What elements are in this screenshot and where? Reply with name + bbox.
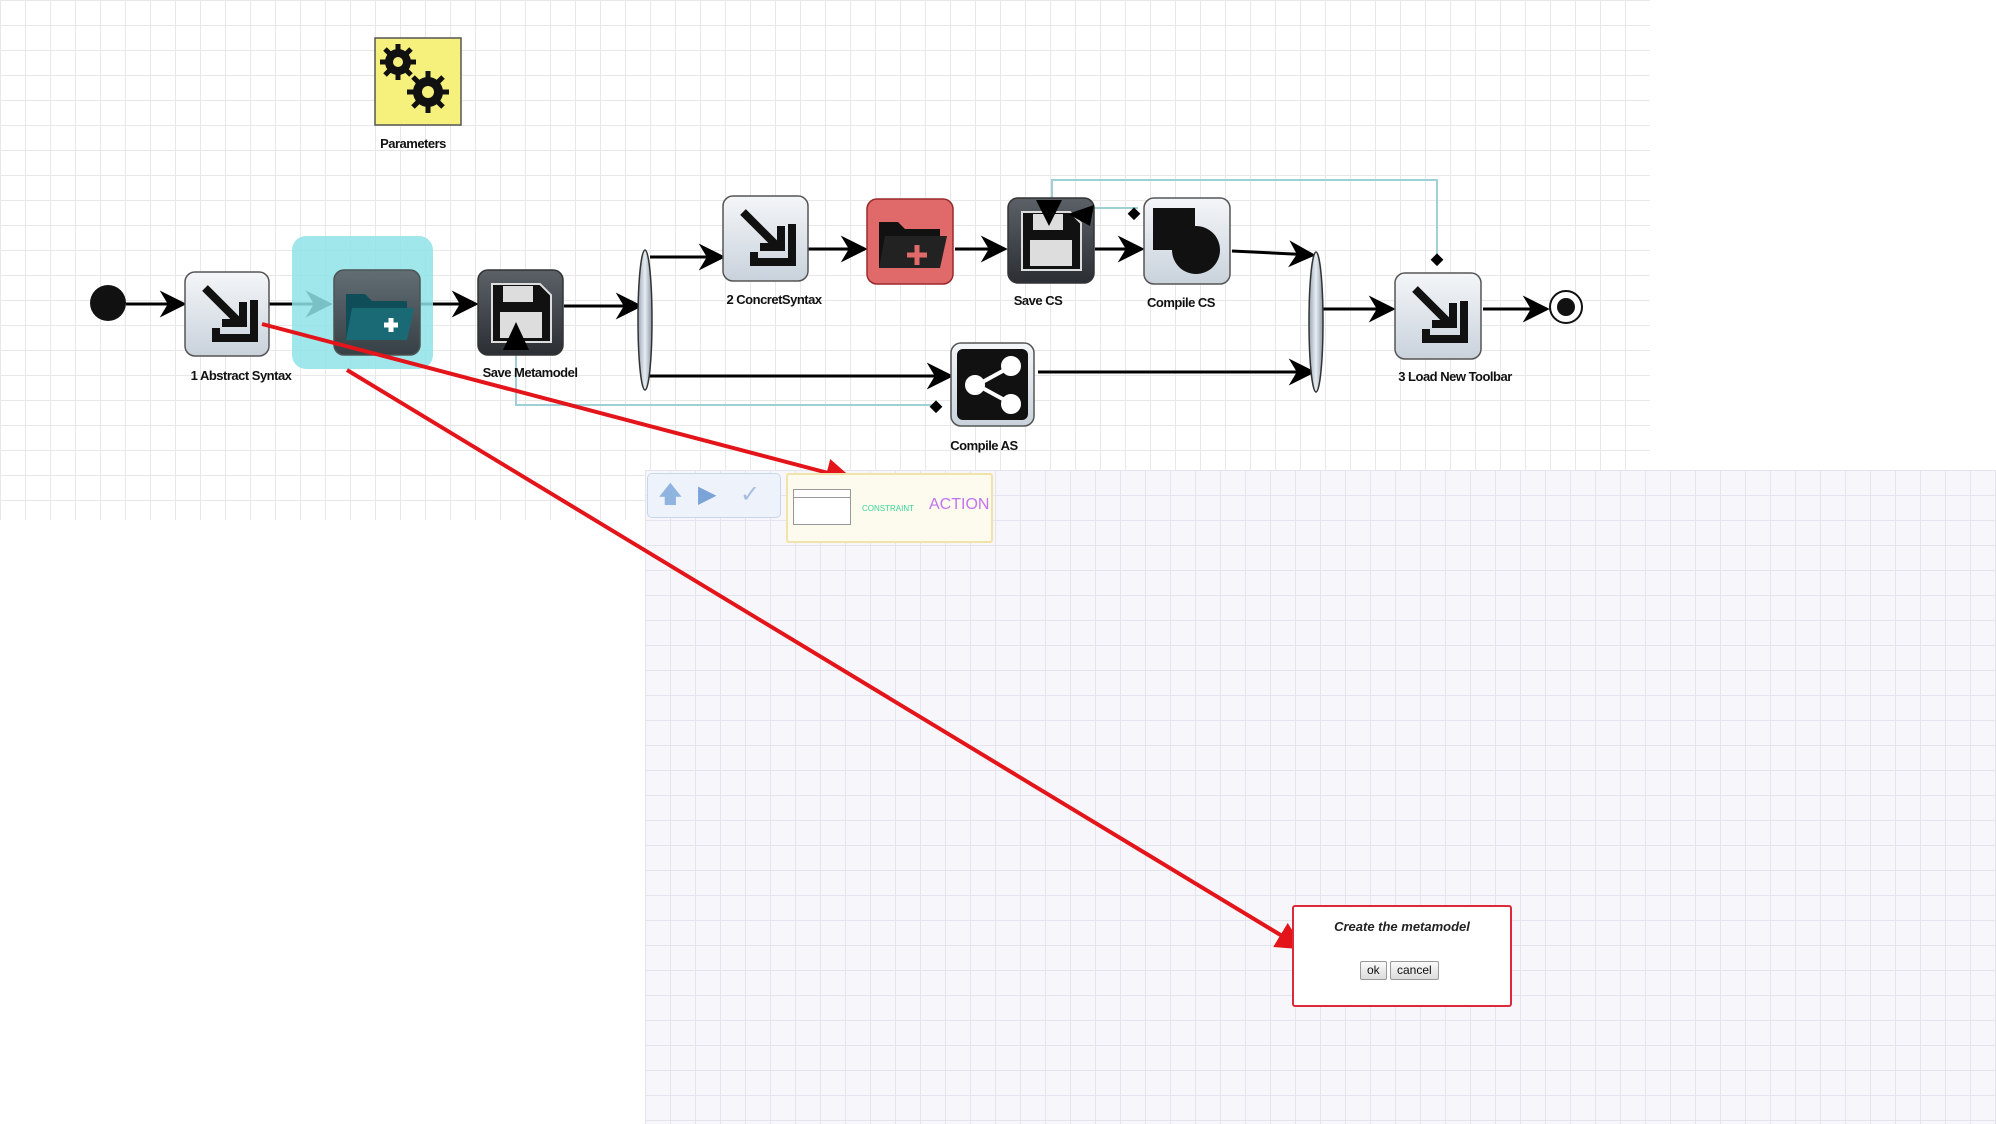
compile-as-label: Compile AS <box>950 438 1018 453</box>
connector-diamond <box>1127 207 1141 221</box>
concrete-syntax-node[interactable] <box>722 195 809 282</box>
play-icon[interactable]: ▶ <box>698 481 717 508</box>
import-arrow-icon <box>740 209 796 266</box>
connector-diamond <box>929 400 943 414</box>
fork-bar[interactable] <box>637 249 653 391</box>
save-cs-label: Save CS <box>1014 293 1063 308</box>
action-label[interactable]: ACTION <box>929 496 990 513</box>
compile-as-node[interactable] <box>950 342 1035 427</box>
load-toolbar-label: 3 Load New Toolbar <box>1398 369 1512 384</box>
abstract-syntax-label: 1 Abstract Syntax <box>191 368 293 383</box>
dialog-title: Create the metamodel <box>1334 919 1470 934</box>
create-cs-node[interactable] <box>866 198 954 285</box>
gears-icon <box>380 44 449 113</box>
import-arrow-icon <box>1412 286 1468 343</box>
end-node[interactable] <box>1549 290 1583 324</box>
up-arrow-icon[interactable]: 🡅 <box>658 481 683 508</box>
constraint-action-panel: CONSTRAINT ACTION <box>786 473 993 543</box>
join-bar[interactable] <box>1308 251 1324 393</box>
cancel-button[interactable]: cancel <box>1390 961 1439 980</box>
palette-toolbar: 🡅 ▶ ✓ <box>647 473 781 518</box>
share-icon <box>965 356 1021 414</box>
upper-canvas <box>0 0 1650 520</box>
folder-plus-icon <box>346 294 414 340</box>
triangle-marker <box>1036 200 1062 226</box>
load-toolbar-node[interactable] <box>1394 272 1482 360</box>
compile-cs-label: Compile CS <box>1147 295 1216 310</box>
triangle-marker <box>1068 205 1094 226</box>
connector-diamond <box>1430 253 1444 267</box>
check-icon[interactable]: ✓ <box>740 481 761 508</box>
compile-cs-node[interactable] <box>1143 197 1231 285</box>
create-metamodel-node[interactable] <box>333 269 421 356</box>
ok-button[interactable]: ok <box>1360 961 1387 980</box>
create-metamodel-dialog: Create the metamodel ok cancel <box>1292 905 1512 1007</box>
save-metamodel-node[interactable] <box>477 269 564 356</box>
save-icon <box>491 283 552 343</box>
parameters-label: Parameters <box>380 136 446 151</box>
triangle-marker <box>503 322 529 350</box>
parameters-node[interactable] <box>374 37 462 126</box>
concrete-syntax-label: 2 ConcretSyntax <box>726 292 822 307</box>
save-icon <box>1021 211 1082 271</box>
shapes-icon <box>1153 208 1220 274</box>
window-icon[interactable] <box>793 489 851 525</box>
folder-plus-icon <box>879 222 947 268</box>
annotation-arrows <box>261 322 1305 950</box>
constraint-label[interactable]: CONSTRAINT <box>862 504 914 513</box>
lower-canvas <box>645 470 1996 1124</box>
save-metamodel-label: Save Metamodel <box>483 365 578 380</box>
abstract-syntax-node[interactable] <box>184 271 270 357</box>
save-cs-node[interactable] <box>1007 197 1095 284</box>
start-node[interactable] <box>90 285 126 321</box>
import-arrow-icon <box>202 285 258 342</box>
